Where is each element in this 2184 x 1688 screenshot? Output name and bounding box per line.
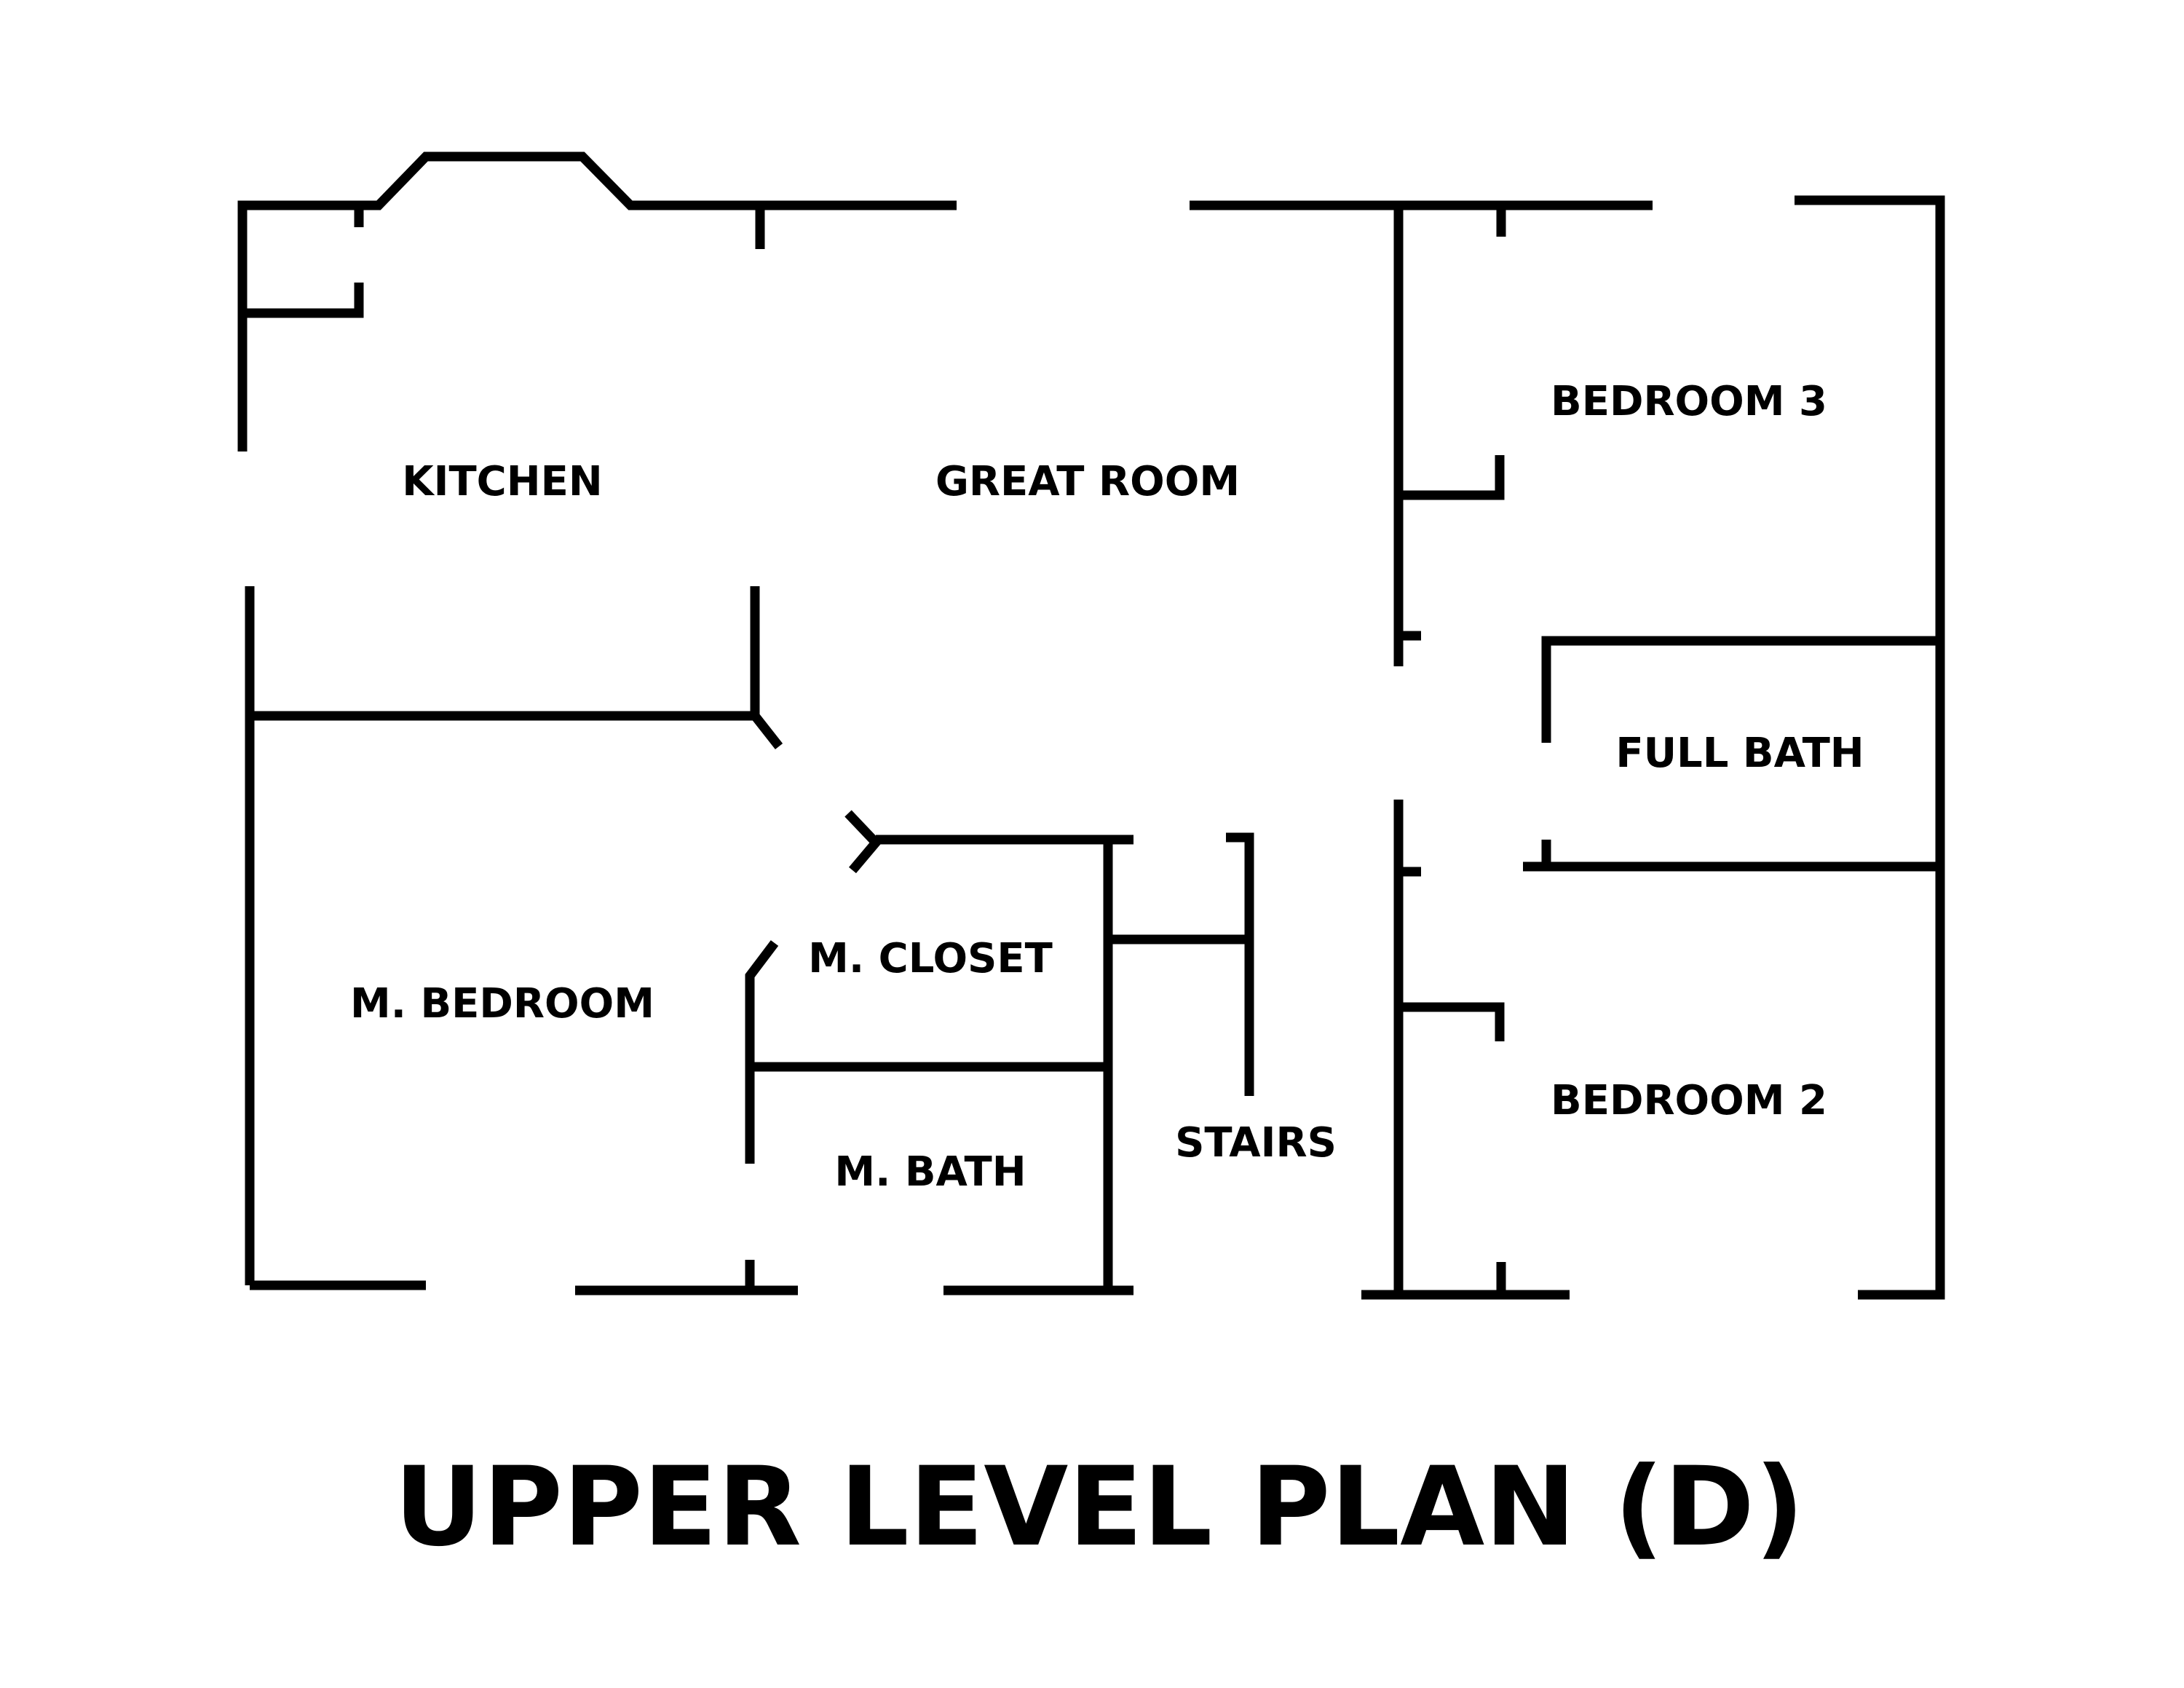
- walls: [237, 151, 1945, 1300]
- room-label-bedroom-3: BEDROOM 3: [1551, 378, 1827, 425]
- top-exterior-wall-west: [237, 151, 957, 451]
- room-label-bedroom-2: BEDROOM 2: [1551, 1077, 1827, 1124]
- plan-title: UPPER LEVEL PLAN (D): [394, 1444, 1804, 1571]
- great-room-partition: [750, 586, 783, 750]
- room-label-master-bedroom: M. BEDROOM: [350, 980, 654, 1028]
- room-label-master-bath: M. BATH: [834, 1148, 1026, 1196]
- master-closet-west-wall: [745, 940, 779, 1164]
- room-label-kitchen: KITCHEN: [402, 458, 603, 505]
- bedroom-2-closet-wall: [1398, 1002, 1505, 1041]
- kitchen-pantry-wall: [242, 283, 364, 318]
- room-label-stairs: STAIRS: [1175, 1119, 1337, 1167]
- full-bath-north-wall: [1541, 636, 1940, 743]
- room-labels: KITCHEN GREAT ROOM BEDROOM 3 FULL BATH M…: [350, 378, 1864, 1196]
- room-label-great-room: GREAT ROOM: [935, 458, 1240, 505]
- bedroom-3-closet-wall: [1398, 455, 1505, 500]
- top-exterior-wall-east-b: [1795, 195, 1945, 1300]
- master-closet-door-swing: [844, 810, 882, 874]
- room-label-master-closet: M. CLOSET: [808, 935, 1053, 982]
- stairs-east-wall: [1226, 832, 1254, 1096]
- room-label-full-bath: FULL BATH: [1615, 730, 1864, 777]
